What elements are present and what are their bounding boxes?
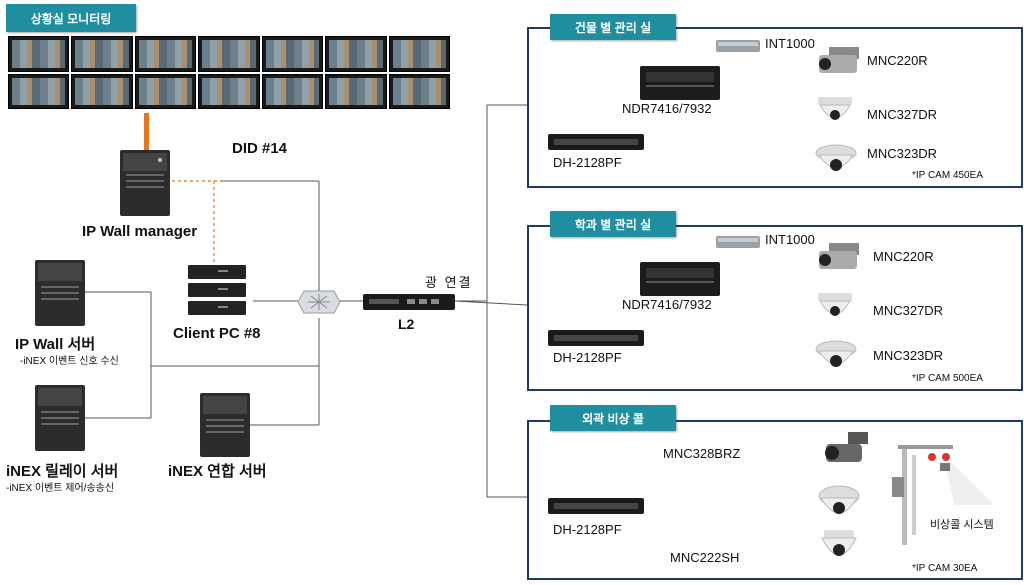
dome-camera-icon bbox=[818, 484, 860, 524]
monitoring-title: 상황실 모니터링 bbox=[30, 11, 112, 26]
video-wall-tile bbox=[388, 36, 450, 72]
panel-department-tag: 학과 별 관리 실 bbox=[550, 211, 676, 237]
int1000-icon bbox=[716, 37, 760, 55]
dh-label-3: DH-2128PF bbox=[553, 522, 622, 537]
video-wall-tile bbox=[8, 36, 70, 72]
union-server-label: iNEX 연합 서버 bbox=[168, 463, 267, 480]
cam-label-2-2: MNC327DR bbox=[873, 303, 944, 318]
video-wall-tile bbox=[388, 73, 450, 109]
video-wall-tile bbox=[71, 36, 133, 72]
relay-server-icon bbox=[35, 385, 85, 451]
video-wall-tile bbox=[198, 36, 260, 72]
video-link bbox=[144, 113, 149, 155]
did-dashed-link bbox=[172, 180, 218, 268]
bullet-camera-icon bbox=[815, 241, 863, 277]
did-label: DID #14 bbox=[232, 140, 288, 157]
cam-label-1-3: MNC323DR bbox=[867, 146, 938, 161]
union-server-icon bbox=[200, 393, 250, 457]
dome-camera-icon bbox=[818, 293, 852, 325]
monitoring-title-tag: 상황실 모니터링 bbox=[6, 4, 136, 32]
ipwall-manager-server-icon bbox=[120, 150, 170, 216]
cam-count-3: *IP CAM 30EA bbox=[912, 563, 978, 574]
panel-building-title: 건물 별 관리 실 bbox=[574, 20, 652, 35]
dome-camera-icon bbox=[815, 143, 857, 179]
video-wall-tile bbox=[198, 73, 260, 109]
video-wall-tile bbox=[325, 36, 387, 72]
video-wall-tile bbox=[71, 73, 133, 109]
video-wall-tile bbox=[134, 73, 197, 109]
ipwall-server-sub: -iNEX 이벤트 신호 수신 bbox=[20, 356, 119, 367]
panel-department-title: 학과 별 관리 실 bbox=[574, 217, 652, 232]
ndr-icon-2 bbox=[640, 262, 720, 296]
emergency-pole-icon bbox=[884, 435, 1004, 545]
ndr-icon-1 bbox=[640, 66, 720, 100]
ndr-label-2: NDR7416/7932 bbox=[622, 297, 712, 312]
cam-count-2: *IP CAM 500EA bbox=[912, 373, 983, 384]
cam-label-2-1: MNC220R bbox=[873, 249, 934, 264]
dome-camera-icon bbox=[815, 339, 857, 375]
ndr-label-1: NDR7416/7932 bbox=[622, 101, 712, 116]
cam-label-1-2: MNC327DR bbox=[867, 107, 938, 122]
cam-label-1-1: MNC220R bbox=[867, 53, 928, 68]
panel-building-tag: 건물 별 관리 실 bbox=[550, 14, 676, 40]
client-pc-label: Client PC #8 bbox=[173, 325, 261, 342]
dome-camera-icon bbox=[818, 530, 860, 570]
int1000-label-2: INT1000 bbox=[765, 232, 815, 247]
int1000-label-1: INT1000 bbox=[765, 36, 815, 51]
fiber-label: 광 연결 bbox=[425, 275, 473, 290]
int1000-icon bbox=[716, 233, 760, 251]
l2-switch-icon bbox=[363, 292, 455, 312]
video-wall bbox=[8, 36, 450, 109]
video-wall-tile bbox=[261, 36, 324, 72]
core-switch-icon bbox=[298, 287, 340, 317]
ptz-camera-icon bbox=[818, 432, 872, 470]
cam-label-2-3: MNC323DR bbox=[873, 348, 944, 363]
video-wall-tile bbox=[261, 73, 324, 109]
video-wall-tile bbox=[325, 73, 387, 109]
ipwall-manager-label: IP Wall manager bbox=[82, 223, 198, 240]
dh-switch-icon-3 bbox=[548, 496, 644, 516]
dh-label-1: DH-2128PF bbox=[553, 155, 622, 170]
cam-count-1: *IP CAM 450EA bbox=[912, 170, 983, 181]
panel-emergency-title: 외곽 비상 콜 bbox=[582, 411, 644, 426]
relay-server-sub: -iNEX 이벤트 제어/송송신 bbox=[6, 483, 115, 494]
panel-building bbox=[527, 27, 1023, 188]
client-pc-stack-icon bbox=[188, 265, 246, 315]
dh-switch-icon-1 bbox=[548, 132, 644, 152]
cam-label-3-3: MNC222SH bbox=[670, 550, 740, 565]
video-wall-tile bbox=[134, 36, 197, 72]
dh-switch-icon-2 bbox=[548, 328, 644, 348]
panel-department bbox=[527, 225, 1023, 391]
dh-label-2: DH-2128PF bbox=[553, 350, 622, 365]
relay-server-label: iNEX 릴레이 서버 bbox=[6, 463, 119, 480]
cam-label-3-1: MNC328BRZ bbox=[663, 446, 741, 461]
ipwall-server-icon bbox=[35, 260, 85, 326]
ipwall-server-label: IP Wall 서버 bbox=[15, 336, 96, 353]
video-wall-tile bbox=[8, 73, 70, 109]
l2-label: L2 bbox=[398, 316, 415, 332]
dome-camera-icon bbox=[818, 97, 852, 129]
network-lines bbox=[85, 104, 528, 498]
bullet-camera-icon bbox=[815, 45, 863, 81]
emergency-system-label: 비상콜 시스템 bbox=[930, 519, 994, 531]
panel-emergency-tag: 외곽 비상 콜 bbox=[550, 405, 676, 431]
